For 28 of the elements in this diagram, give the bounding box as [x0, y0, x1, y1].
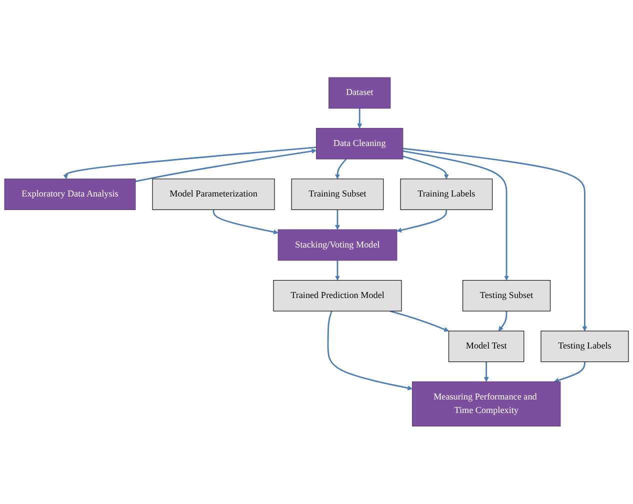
node-box: Model Test	[448, 330, 524, 362]
node-box: Testing Subset	[462, 280, 551, 312]
arrow	[402, 148, 588, 332]
arrow	[327, 310, 413, 391]
arrow	[402, 156, 449, 180]
node-box: Dataset	[328, 77, 391, 109]
arrow	[390, 310, 449, 332]
arrow	[498, 311, 508, 332]
arrow	[554, 362, 586, 383]
arrow	[63, 146, 316, 180]
arrow	[396, 210, 448, 233]
arrow	[335, 210, 340, 230]
arrow	[335, 158, 347, 180]
node-box: Training Subset	[291, 178, 384, 210]
arrow	[402, 150, 510, 281]
arrow	[335, 260, 340, 281]
arrow	[484, 362, 489, 382]
node-box: Stacking/Voting Model	[278, 230, 398, 261]
node-box: Training Labels	[400, 178, 493, 210]
node-box: Exploratory Data Analysis	[4, 178, 136, 210]
node-box: Model Parameterization	[152, 178, 275, 210]
arrow	[212, 210, 278, 235]
node-box: Measuring Performance and Time Complexity	[412, 382, 561, 427]
node-box: Data Cleaning	[316, 128, 404, 160]
arrow	[135, 148, 317, 182]
node-box: Testing Labels	[540, 330, 629, 362]
node-box: Trained Prediction Model	[273, 280, 402, 312]
arrow	[357, 108, 362, 129]
